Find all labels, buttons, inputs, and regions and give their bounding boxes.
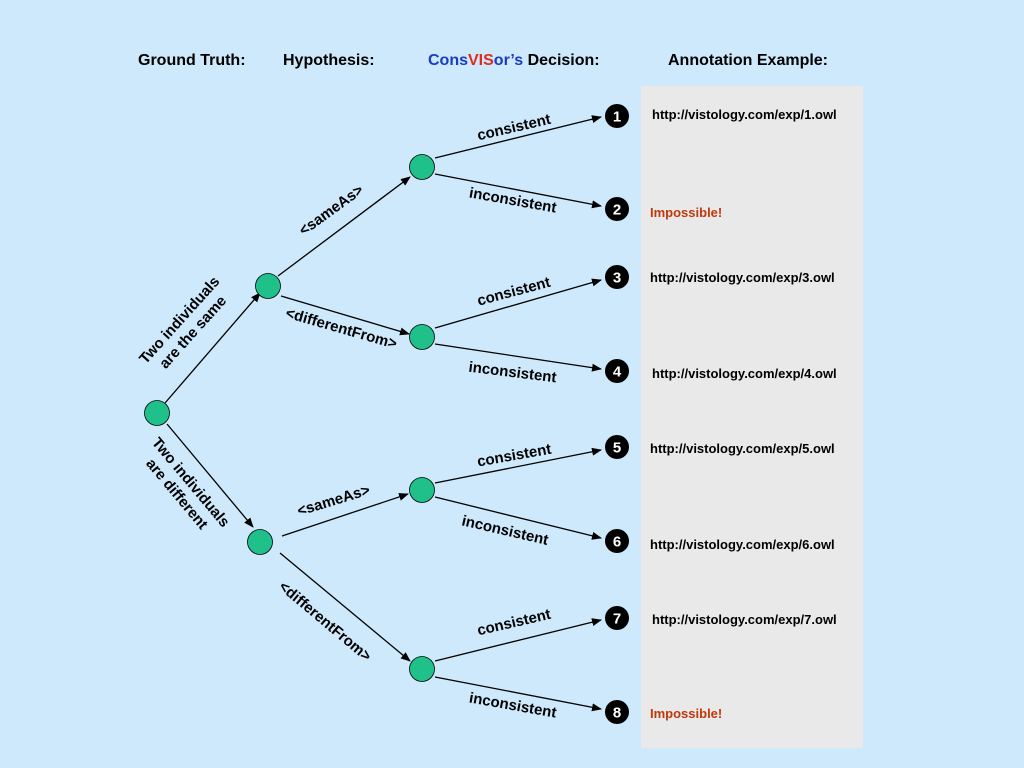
label-inconsistent-4: inconsistent bbox=[468, 359, 558, 387]
label-consistent-3: consistent bbox=[475, 274, 552, 310]
outcome-badge-5: 5 bbox=[605, 435, 629, 459]
brand-vis: VIS bbox=[468, 52, 494, 69]
label-consistent-1: consistent bbox=[476, 111, 553, 144]
header-hypothesis: Hypothesis: bbox=[283, 52, 375, 69]
outcome-badge-8: 8 bbox=[605, 700, 629, 724]
brand-cons: Cons bbox=[428, 52, 468, 69]
header-ground-truth: Ground Truth: bbox=[138, 52, 246, 69]
edge-root-same bbox=[164, 292, 261, 404]
edge-same-sameas bbox=[277, 176, 411, 277]
label-hyp-sameas-2: <sameAs> bbox=[295, 482, 372, 520]
outcome-number-5: 5 bbox=[613, 440, 621, 457]
outcome-number-1: 1 bbox=[613, 109, 621, 126]
edge-to-5 bbox=[434, 447, 602, 484]
outcome-number-7: 7 bbox=[613, 611, 621, 628]
node-root bbox=[144, 400, 170, 426]
outcome-number-6: 6 bbox=[613, 534, 621, 551]
edge-to-3 bbox=[434, 278, 602, 329]
node-same bbox=[255, 273, 281, 299]
header-decision: ConsVISor’s Decision: bbox=[428, 52, 600, 70]
edge-diff-sameas bbox=[281, 493, 409, 537]
outcome-badge-4: 4 bbox=[605, 359, 629, 383]
decision-suffix: Decision: bbox=[523, 52, 600, 69]
edge-to-1 bbox=[434, 115, 602, 159]
outcome-number-8: 8 bbox=[613, 705, 621, 722]
annotation-panel bbox=[641, 86, 863, 748]
edge-to-6 bbox=[434, 496, 602, 540]
edge-same-differentfrom bbox=[280, 295, 410, 336]
edge-to-2 bbox=[434, 173, 602, 209]
annotation-example-3[interactable]: http://vistology.com/exp/3.owl bbox=[650, 270, 835, 285]
outcome-badge-1: 1 bbox=[605, 104, 629, 128]
outcome-number-3: 3 bbox=[613, 270, 621, 287]
label-consistent-5: consistent bbox=[476, 441, 553, 471]
node-diff-sameas bbox=[409, 477, 435, 503]
label-different-group: Two individuals are different bbox=[142, 434, 232, 532]
outcome-badge-3: 3 bbox=[605, 265, 629, 289]
label-hyp-sameas-1: <sameAs> bbox=[296, 181, 367, 239]
label-hyp-differentfrom-1: <differentFrom> bbox=[284, 305, 399, 353]
edge-root-different bbox=[166, 423, 254, 528]
node-different bbox=[247, 529, 273, 555]
outcome-badge-7: 7 bbox=[605, 606, 629, 630]
annotation-example-1[interactable]: http://vistology.com/exp/1.owl bbox=[652, 107, 837, 122]
label-inconsistent-6: inconsistent bbox=[460, 512, 550, 548]
label-same-group: Two individuals are the same bbox=[136, 273, 230, 372]
node-same-differentfrom bbox=[409, 324, 435, 350]
annotation-example-7[interactable]: http://vistology.com/exp/7.owl bbox=[652, 612, 837, 627]
annotation-example-2: Impossible! bbox=[650, 205, 723, 220]
node-diff-differentfrom bbox=[409, 656, 435, 682]
outcome-badge-6: 6 bbox=[605, 529, 629, 553]
annotation-example-8: Impossible! bbox=[650, 706, 723, 721]
annotation-example-6[interactable]: http://vistology.com/exp/6.owl bbox=[650, 537, 835, 552]
edge-to-8 bbox=[434, 676, 602, 712]
edge-diff-differentfrom bbox=[279, 552, 411, 662]
edge-to-4 bbox=[434, 343, 602, 372]
annotation-example-5[interactable]: http://vistology.com/exp/5.owl bbox=[650, 441, 835, 456]
label-inconsistent-8: inconsistent bbox=[468, 690, 558, 722]
edge-to-7 bbox=[434, 618, 602, 662]
outcome-number-4: 4 bbox=[613, 364, 622, 381]
node-same-sameas bbox=[409, 154, 435, 180]
outcome-badge-2: 2 bbox=[605, 197, 629, 221]
brand-or: or’s bbox=[493, 52, 524, 69]
outcome-number-2: 2 bbox=[613, 202, 621, 219]
annotation-example-4[interactable]: http://vistology.com/exp/4.owl bbox=[652, 366, 837, 381]
header-annotation: Annotation Example: bbox=[668, 52, 829, 69]
